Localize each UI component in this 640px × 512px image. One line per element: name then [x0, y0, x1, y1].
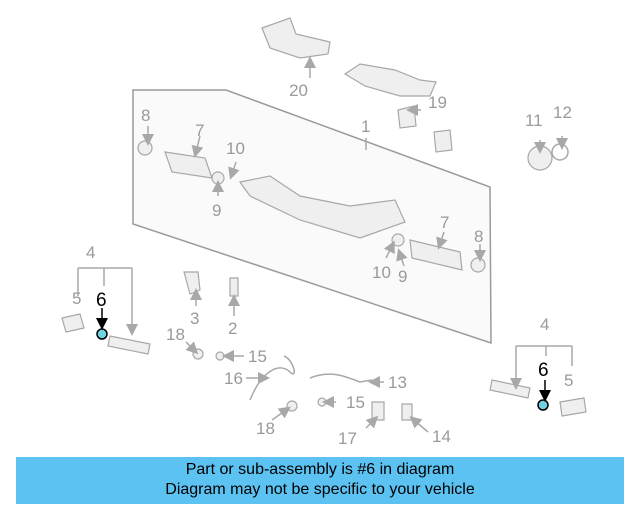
label-7-right: 7 — [440, 213, 449, 232]
label-7-left: 7 — [195, 121, 204, 140]
label-19: 19 — [428, 93, 447, 112]
label-1: 1 — [361, 117, 370, 136]
bracket-upper-part — [261, 17, 437, 97]
banner-line-2: Diagram may not be specific to your vehi… — [165, 481, 475, 498]
label-11: 11 — [525, 111, 543, 130]
label-20: 20 — [289, 81, 308, 100]
label-15-upper: 15 — [248, 347, 267, 366]
label-12: 12 — [553, 103, 572, 122]
label-15-lower: 15 — [346, 393, 365, 412]
label-9-right: 9 — [398, 267, 407, 286]
label-14: 14 — [432, 427, 451, 446]
part-6-nut-left — [96, 328, 108, 340]
label-3: 3 — [190, 309, 199, 328]
label-2: 2 — [228, 319, 237, 338]
label-4-right: 4 — [540, 315, 549, 334]
label-5-left: 5 — [72, 289, 81, 308]
label-17: 17 — [338, 429, 357, 448]
label-4-left: 4 — [86, 243, 95, 262]
tie-rod-left — [61, 267, 151, 355]
label-5-right: 5 — [564, 371, 573, 390]
banner-line-1: Part or sub-assembly is #6 in diagram — [185, 461, 455, 478]
label-16: 16 — [224, 369, 243, 388]
part-19-clamp — [397, 105, 453, 153]
label-18-upper: 18 — [166, 325, 185, 344]
label-8-left: 8 — [141, 106, 150, 125]
label-13: 13 — [388, 373, 407, 392]
label-10-left: 10 — [226, 139, 245, 158]
leader-lines — [142, 56, 568, 433]
tie-rod-right — [489, 345, 587, 417]
label-6-right: 6 — [538, 360, 549, 381]
info-banner: Part or sub-assembly is #6 in diagram Di… — [16, 457, 624, 504]
parts-diagram: 20 19 1 8 7 10 9 11 12 7 8 10 9 4 5 6 3 … — [61, 17, 587, 448]
label-18-lower: 18 — [256, 419, 275, 438]
label-9-left: 9 — [212, 201, 221, 220]
part-6-nut-right — [537, 399, 549, 411]
label-10-right: 10 — [372, 263, 391, 282]
label-8-right: 8 — [474, 227, 483, 246]
label-6-left: 6 — [96, 290, 107, 311]
